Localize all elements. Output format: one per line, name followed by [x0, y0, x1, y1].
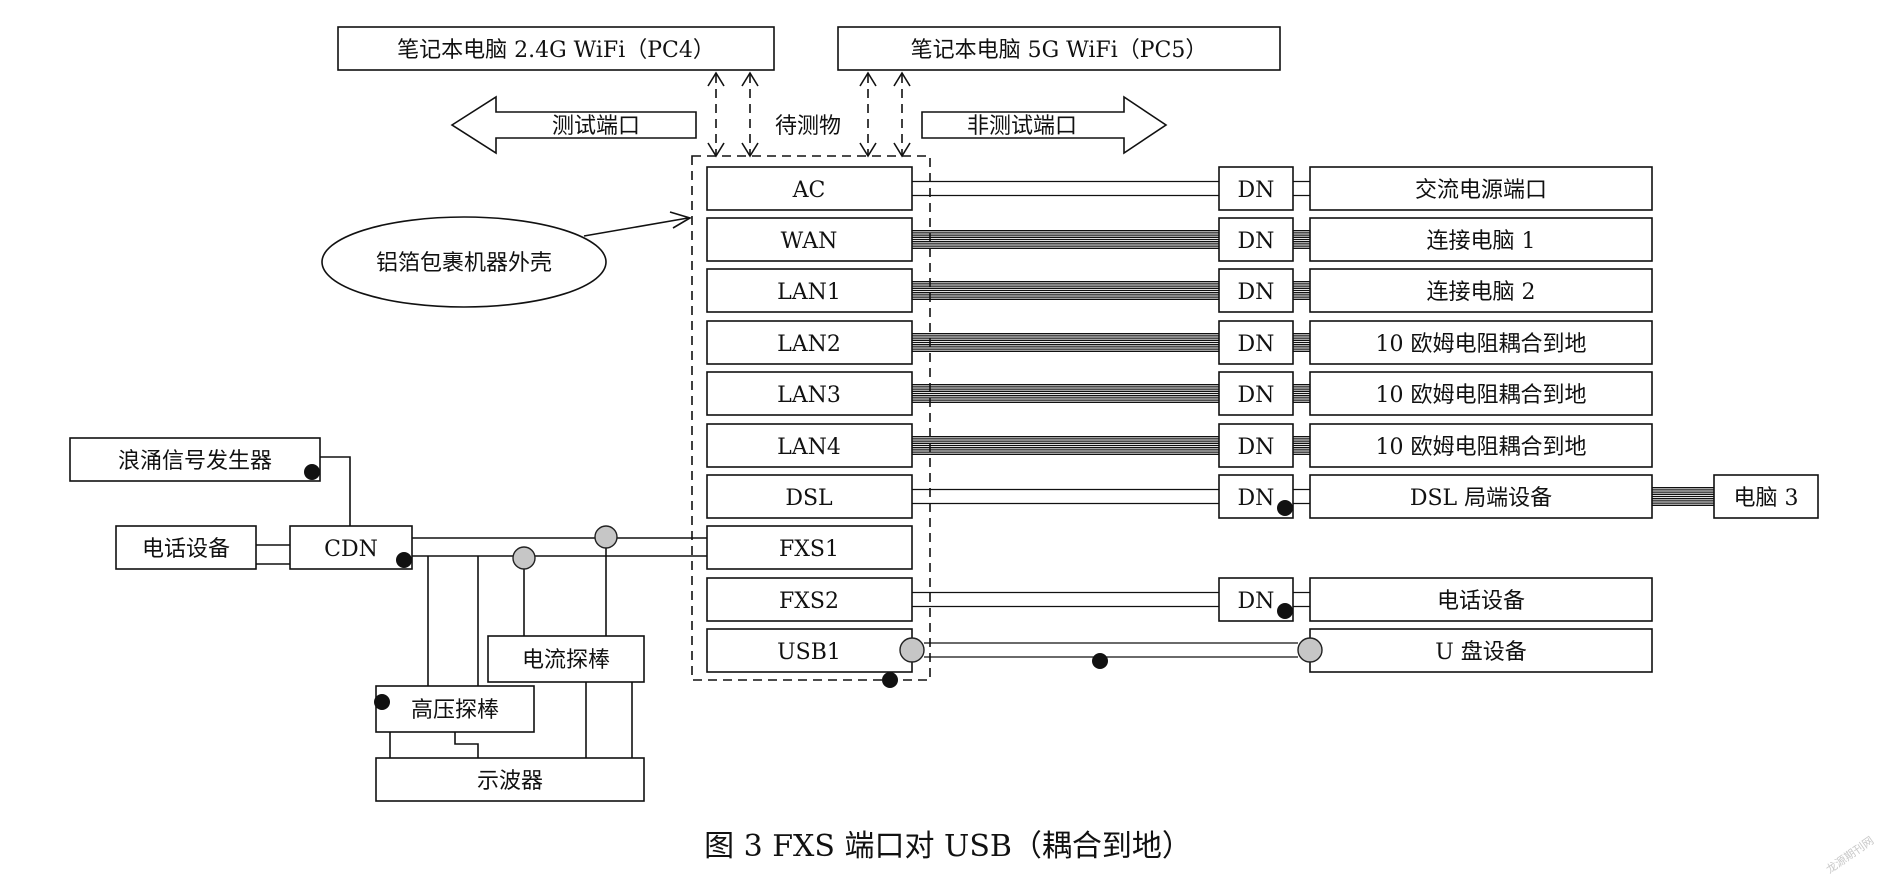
current-probe-box — [487, 635, 645, 683]
dn-label-lan2: DN — [1238, 332, 1275, 357]
port-label-fxs2: FXS2 — [779, 589, 839, 614]
ground-dot-cdn — [396, 552, 412, 568]
port-label-lan4: LAN4 — [777, 435, 841, 460]
terminal-box-lan1 — [1309, 268, 1653, 313]
port-box-wan — [706, 217, 913, 262]
terminal-box-lan2 — [1309, 320, 1653, 365]
usb-device-node — [1297, 637, 1323, 663]
oscilloscope-box — [375, 757, 645, 802]
laptop-pc5-label: 笔记本电脑 5G WiFi（PC5） — [911, 38, 1208, 63]
dn-box-lan3 — [1218, 371, 1294, 416]
terminal-box-fxs2 — [1309, 577, 1653, 622]
figure-caption: 图 3 FXS 端口对 USB（耦合到地） — [704, 829, 1192, 864]
terminal-label-lan2: 10 欧姆电阻耦合到地 — [1376, 332, 1587, 357]
terminal-boxes: 交流电源端口 连接电脑 1 连接电脑 2 10 欧姆电阻耦合到地 10 欧姆电阻… — [1309, 166, 1653, 673]
terminal-box-wan — [1309, 217, 1653, 262]
port-box-usb1 — [706, 628, 913, 673]
dn-box-wan — [1218, 217, 1294, 262]
probe-node-voltage — [512, 546, 536, 570]
laptop-pc4-box — [337, 26, 775, 71]
laptop-pc4-label: 笔记本电脑 2.4G WiFi（PC4） — [397, 38, 715, 63]
terminal-label-dsl: DSL 局端设备 — [1410, 486, 1552, 511]
phone-device-label: 电话设备 — [142, 537, 230, 562]
oscilloscope-label: 示波器 — [477, 769, 543, 794]
cdn-box — [289, 525, 413, 570]
cable-bundles — [912, 180, 1714, 658]
surge-generator-label: 浪涌信号发生器 — [118, 449, 272, 474]
surge-generator-box — [69, 437, 321, 482]
phone-device-box — [115, 525, 257, 570]
ground-dot-dsl — [1277, 500, 1293, 516]
ground-dot-hv-probe — [374, 694, 390, 710]
port-box-dsl — [706, 474, 913, 519]
terminal-label-lan1: 连接电脑 2 — [1427, 280, 1536, 305]
hv-probe-box — [375, 685, 535, 733]
laptop-pc5-box — [837, 26, 1281, 71]
terminal-box-ac — [1309, 166, 1653, 211]
port-box-fxs2 — [706, 577, 913, 622]
probe-node-current — [594, 525, 618, 549]
port-box-lan3 — [706, 371, 913, 416]
dut-enclosure — [691, 155, 931, 681]
foil-wrap-ellipse — [321, 216, 607, 308]
port-box-ac — [706, 166, 913, 211]
test-port-arrow — [450, 95, 697, 155]
dn-label-lan3: DN — [1238, 383, 1275, 408]
dn-box-lan2 — [1218, 320, 1294, 365]
port-label-lan3: LAN3 — [777, 383, 841, 408]
dn-label-ac: DN — [1238, 178, 1275, 203]
port-label-lan1: LAN1 — [777, 280, 841, 305]
terminal-label-ac: 交流电源端口 — [1415, 178, 1547, 203]
ground-dot-fxs2 — [1277, 603, 1293, 619]
terminal-label-fxs2: 电话设备 — [1437, 589, 1525, 614]
terminal-label-usb: U 盘设备 — [1435, 640, 1527, 665]
generator-to-cdn-wire — [320, 456, 351, 526]
test-port-label: 测试端口 — [552, 114, 640, 139]
connection-dots — [304, 464, 1323, 710]
port-label-ac: AC — [792, 178, 826, 203]
dn-box-ac — [1218, 166, 1294, 211]
foil-wrap-label: 铝箔包裹机器外壳 — [376, 251, 552, 276]
port-label-lan2: LAN2 — [777, 332, 841, 357]
usb-port-node — [899, 637, 925, 663]
non-test-port-arrow — [921, 95, 1168, 155]
surge-test-chain: 浪涌信号发生器 电话设备 CDN 电流探棒 高压探棒 示波器 — [69, 437, 707, 802]
hv-probe-label: 高压探棒 — [411, 698, 499, 723]
terminal-box-lan4 — [1309, 423, 1653, 468]
dut-label: 待测物 — [775, 114, 841, 139]
cdn-label: CDN — [324, 537, 378, 562]
port-label-usb1: USB1 — [777, 640, 841, 665]
pc3-box — [1713, 474, 1819, 519]
ellipse-pointer — [583, 217, 689, 237]
dn-label-lan1: DN — [1238, 280, 1275, 305]
dn-box-lan4 — [1218, 423, 1294, 468]
non-test-port-label: 非测试端口 — [967, 114, 1077, 139]
terminal-label-lan3: 10 欧姆电阻耦合到地 — [1376, 383, 1587, 408]
port-label-fxs1: FXS1 — [779, 537, 839, 562]
port-stack: AC WAN LAN1 LAN2 LAN3 LAN4 DSL FXS1 FXS2… — [706, 166, 913, 673]
terminal-box-lan3 — [1309, 371, 1653, 416]
dn-label-fxs2: DN — [1238, 589, 1275, 614]
terminal-label-lan4: 10 欧姆电阻耦合到地 — [1376, 435, 1587, 460]
ground-dot-usb-cable — [1092, 653, 1108, 669]
dn-box-lan1 — [1218, 268, 1294, 313]
terminal-box-dsl — [1309, 474, 1653, 519]
current-probe-label: 电流探棒 — [522, 648, 610, 673]
ground-dot-enclosure — [882, 672, 898, 688]
port-box-fxs1 — [706, 525, 913, 570]
dn-label-dsl: DN — [1238, 486, 1275, 511]
terminal-label-wan: 连接电脑 1 — [1427, 229, 1536, 254]
dn-label-wan: DN — [1238, 229, 1275, 254]
watermark: 龙源期刊网 — [1823, 833, 1876, 876]
dn-label-lan4: DN — [1238, 435, 1275, 460]
pc3-label: 电脑 3 — [1734, 486, 1799, 511]
dn-boxes: DN DN DN DN DN DN DN DN — [1218, 166, 1294, 622]
port-label-wan: WAN — [781, 229, 838, 254]
ground-dot-generator — [304, 464, 320, 480]
port-label-dsl: DSL — [785, 486, 833, 511]
